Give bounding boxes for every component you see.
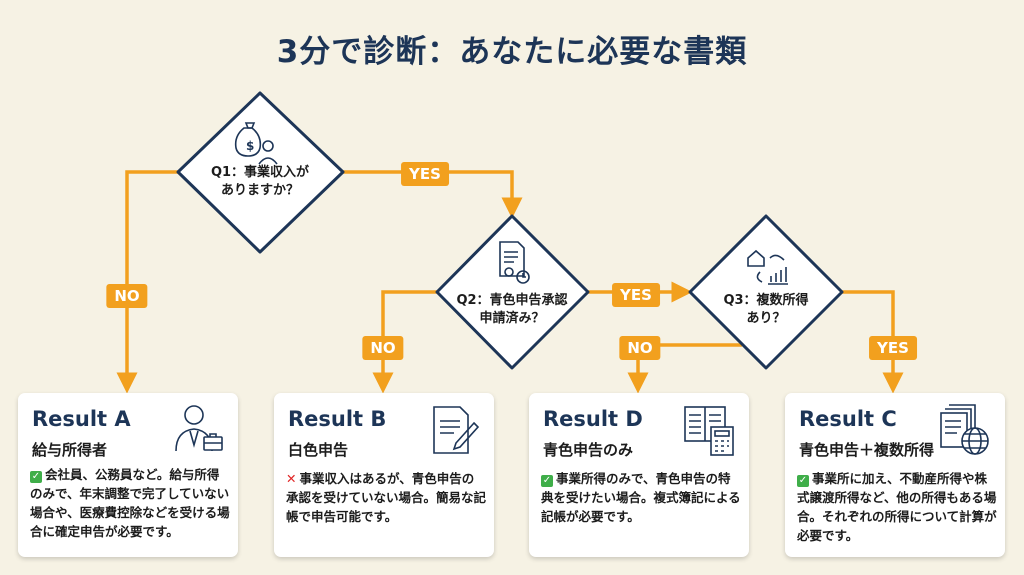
- question-q2-line1: Q2：青色申告承認: [456, 293, 568, 308]
- result-description-text: 事業所に加え、不動産所得や株式譲渡所得など、他の所得もある場合。それぞれの所得に…: [797, 471, 997, 543]
- result-description-text: 事業所得のみで、青色申告の特典を受けたい場合。複式簿記による記帳が必要です。: [541, 471, 741, 524]
- svg-text:$: $: [246, 139, 254, 153]
- result-subtitle: 給与所得者: [32, 441, 108, 459]
- check-icon: ✓: [797, 475, 809, 487]
- check-icon: ✓: [541, 475, 553, 487]
- diamond-q1: [176, 91, 345, 254]
- question-q2-line2: 申請済み？: [479, 311, 545, 326]
- result-subtitle: 青色申告＋複数所得: [799, 441, 935, 459]
- question-q3-line2: あり？: [746, 311, 786, 326]
- label-q2-yes: YES: [612, 283, 660, 307]
- document-pen-icon: [433, 406, 480, 454]
- documents-globe-icon: [940, 404, 989, 455]
- label-q3-no: NO: [619, 336, 661, 360]
- result-card-c: Result C 青色申告＋複数所得 ✓事業所に加え、不動産所得や株式譲渡所得な…: [785, 393, 1005, 557]
- result-description-text: 事業収入はあるが、青色申告の承認を受けていない場合。簡易な記帳で申告可能です。: [286, 471, 487, 524]
- question-q3: Q3：複数所得 あり？: [701, 292, 831, 328]
- result-description: ✓会社員、公務員など。給与所得のみで、年末調整で完了していない場合や、医療費控除…: [30, 465, 230, 541]
- result-title: Result A: [32, 407, 131, 431]
- result-card-d: Result D 青色申告のみ ✓事業所得のみで、青色申告の特典を受けたい場合。…: [529, 393, 749, 557]
- connector-q1-yes: [343, 170, 523, 219]
- question-q1-line1: Q1：事業収入が: [210, 165, 310, 180]
- cross-icon: ✕: [286, 471, 297, 486]
- money-bag-person-icon: $: [234, 122, 278, 165]
- label-q2-no: NO: [362, 336, 404, 360]
- label-q1-yes: YES: [401, 162, 449, 186]
- result-description: ✕事業収入はあるが、青色申告の承認を受けていない場合。簡易な記帳で申告可能です。: [286, 469, 486, 526]
- question-q2: Q2：青色申告承認 申請済み？: [447, 292, 577, 328]
- label-q1-no: NO: [106, 284, 148, 308]
- connector-q1-no: [116, 170, 178, 394]
- label-q3-yes: YES: [869, 336, 917, 360]
- question-q1-line2: ありますか？: [220, 183, 299, 198]
- result-title: Result B: [288, 407, 387, 431]
- result-card-b: Result B 白色申告 ✕事業収入はあるが、青色申告の承認を受けていない場合…: [274, 393, 494, 557]
- result-title: Result C: [799, 407, 897, 431]
- result-description-text: 会社員、公務員など。給与所得のみで、年末調整で完了していない場合や、医療費控除な…: [30, 467, 230, 539]
- result-title: Result D: [543, 407, 643, 431]
- check-icon: ✓: [30, 471, 42, 483]
- diamond-q2: [435, 214, 590, 370]
- question-q3-line1: Q3：複数所得: [723, 293, 809, 308]
- house-chart-icon: [747, 249, 788, 285]
- result-subtitle: 青色申告のみ: [543, 441, 634, 459]
- result-subtitle: 白色申告: [288, 441, 349, 459]
- certificate-clock-icon: [499, 241, 530, 284]
- page-title: 3分で診断：あなたに必要な書類: [276, 34, 748, 70]
- diamond-q3: [688, 214, 844, 370]
- result-description: ✓事業所得のみで、青色申告の特典を受けたい場合。複式簿記による記帳が必要です。: [541, 469, 741, 526]
- ledger-calculator-icon: [684, 406, 734, 456]
- result-description: ✓事業所に加え、不動産所得や株式譲渡所得など、他の所得もある場合。それぞれの所得…: [797, 469, 997, 545]
- question-q1: Q1：事業収入が ありますか？: [195, 164, 325, 200]
- result-card-a: Result A 給与所得者 ✓会社員、公務員など。給与所得のみで、年末調整で完…: [18, 393, 238, 557]
- businessman-briefcase-icon: [175, 405, 223, 452]
